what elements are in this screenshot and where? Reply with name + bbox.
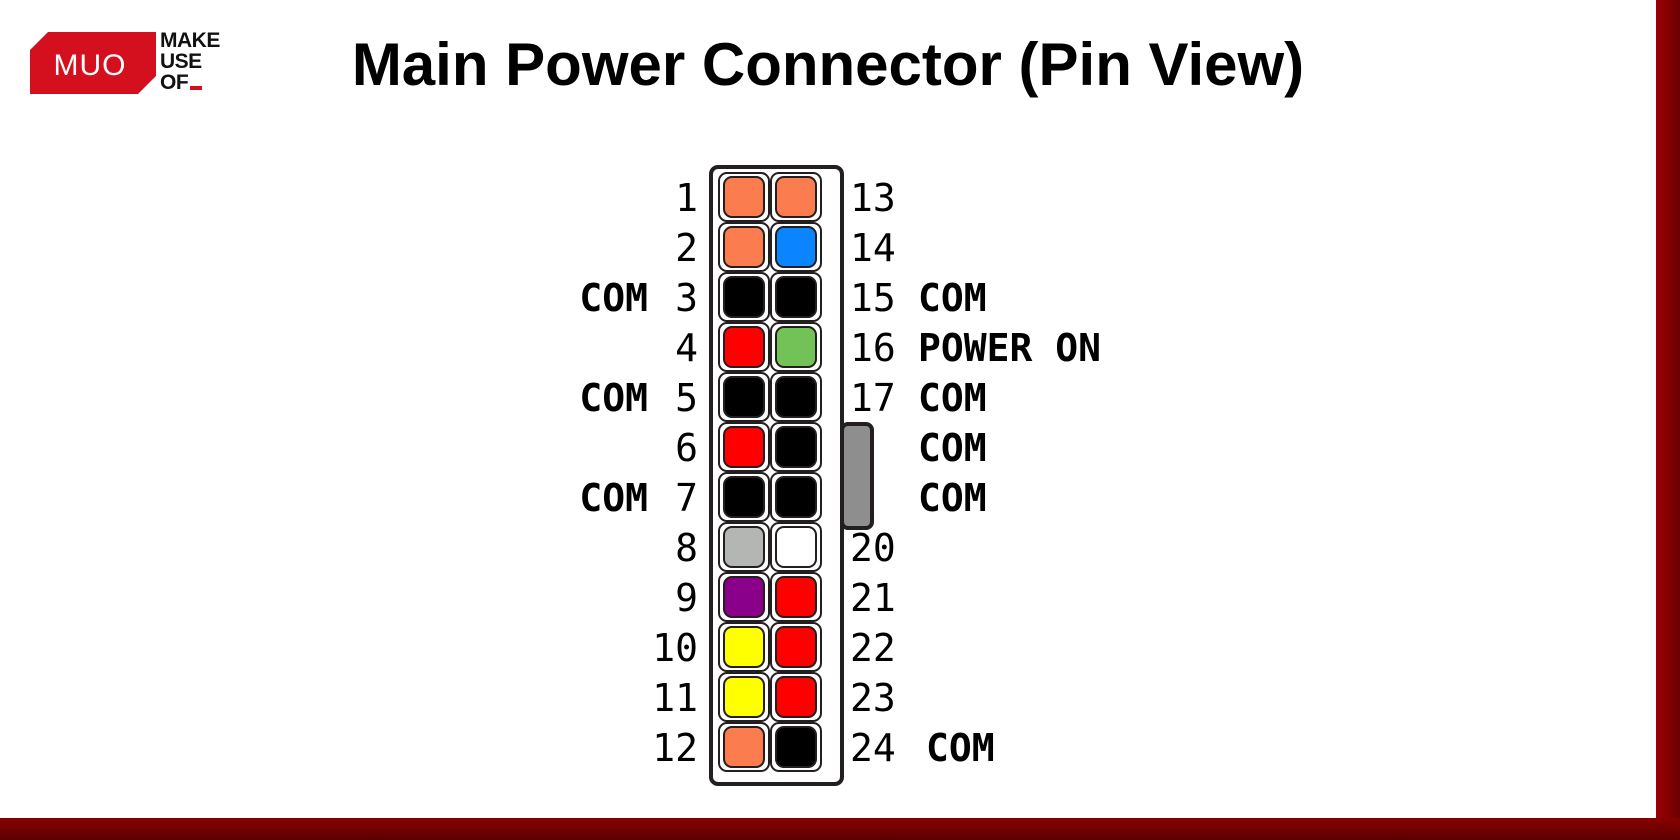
logo-cursor-dash <box>190 86 203 90</box>
pin-number: 22 <box>850 626 896 670</box>
pin-number: 13 <box>850 176 896 220</box>
pin-signal-label: COM <box>918 376 987 420</box>
pin-signal-label: COM <box>918 426 987 470</box>
pin-wire-square <box>723 326 765 368</box>
pin-number: 15 <box>850 276 896 320</box>
makeuseof-logo: MUO MAKE USE OF <box>30 30 245 94</box>
connector-latch <box>840 422 874 530</box>
pin-wire-square <box>775 476 817 518</box>
pin-wire-square <box>723 576 765 618</box>
pin-wire-square <box>775 176 817 218</box>
muo-logo-badge: MUO <box>30 32 156 94</box>
pin-grid <box>718 172 822 772</box>
pin-signal-label: COM <box>926 726 995 770</box>
pin-wire-square <box>723 526 765 568</box>
pin-number: 2 <box>675 226 698 270</box>
pin-wire-square <box>775 326 817 368</box>
pin-wire-square <box>775 576 817 618</box>
pin-wire-square <box>775 626 817 668</box>
pin-wire-square <box>775 276 817 318</box>
pin-number: 4 <box>675 326 698 370</box>
pin-signal-label: POWER ON <box>918 326 1101 370</box>
pin-number: 6 <box>675 426 698 470</box>
pin-wire-square <box>723 276 765 318</box>
pin-number: 23 <box>850 676 896 720</box>
pin-wire-square <box>775 726 817 768</box>
pin-signal-label: COM <box>918 276 987 320</box>
pin-number: 7 <box>675 476 698 520</box>
logo-line-of: OF <box>160 71 189 94</box>
pin-number: 11 <box>652 676 698 720</box>
pin-wire-square <box>723 426 765 468</box>
pin-number: 3 <box>675 276 698 320</box>
pin-number: 24 <box>850 726 896 770</box>
page-title: Main Power Connector (Pin View) <box>351 31 1305 98</box>
pin-number: 8 <box>675 526 698 570</box>
pin-wire-square <box>775 426 817 468</box>
pin-number: 20 <box>850 526 896 570</box>
pin-wire-square <box>723 726 765 768</box>
pin-number: 21 <box>850 576 896 620</box>
logo-line-make: MAKE <box>160 29 220 52</box>
pin-signal-label: COM <box>918 476 987 520</box>
pin-number: 1 <box>675 176 698 220</box>
pin-number: 5 <box>675 376 698 420</box>
pin-number: 16 <box>850 326 896 370</box>
pin-wire-square <box>723 176 765 218</box>
pin-wire-square <box>723 226 765 268</box>
frame-bottom-border <box>0 818 1680 840</box>
pin-number: 12 <box>652 726 698 770</box>
logo-badge-text: MUO <box>54 49 127 82</box>
pin-wire-square <box>775 526 817 568</box>
pin-wire-square <box>723 476 765 518</box>
logo-wordmark: MAKE USE OF <box>160 30 220 93</box>
pin-number: 9 <box>675 576 698 620</box>
pin-number: 17 <box>850 376 896 420</box>
pin-signal-label: COM <box>579 276 648 320</box>
pin-wire-square <box>775 226 817 268</box>
pin-wire-square <box>775 376 817 418</box>
pin-signal-label: COM <box>579 476 648 520</box>
logo-line-use: USE <box>160 50 202 73</box>
pin-wire-square <box>775 676 817 718</box>
pin-wire-square <box>723 626 765 668</box>
pin-number: 14 <box>850 226 896 270</box>
pin-number: 10 <box>652 626 698 670</box>
frame-right-border <box>1656 0 1680 840</box>
pin-wire-square <box>723 676 765 718</box>
pin-wire-square <box>723 376 765 418</box>
pin-signal-label: COM <box>579 376 648 420</box>
